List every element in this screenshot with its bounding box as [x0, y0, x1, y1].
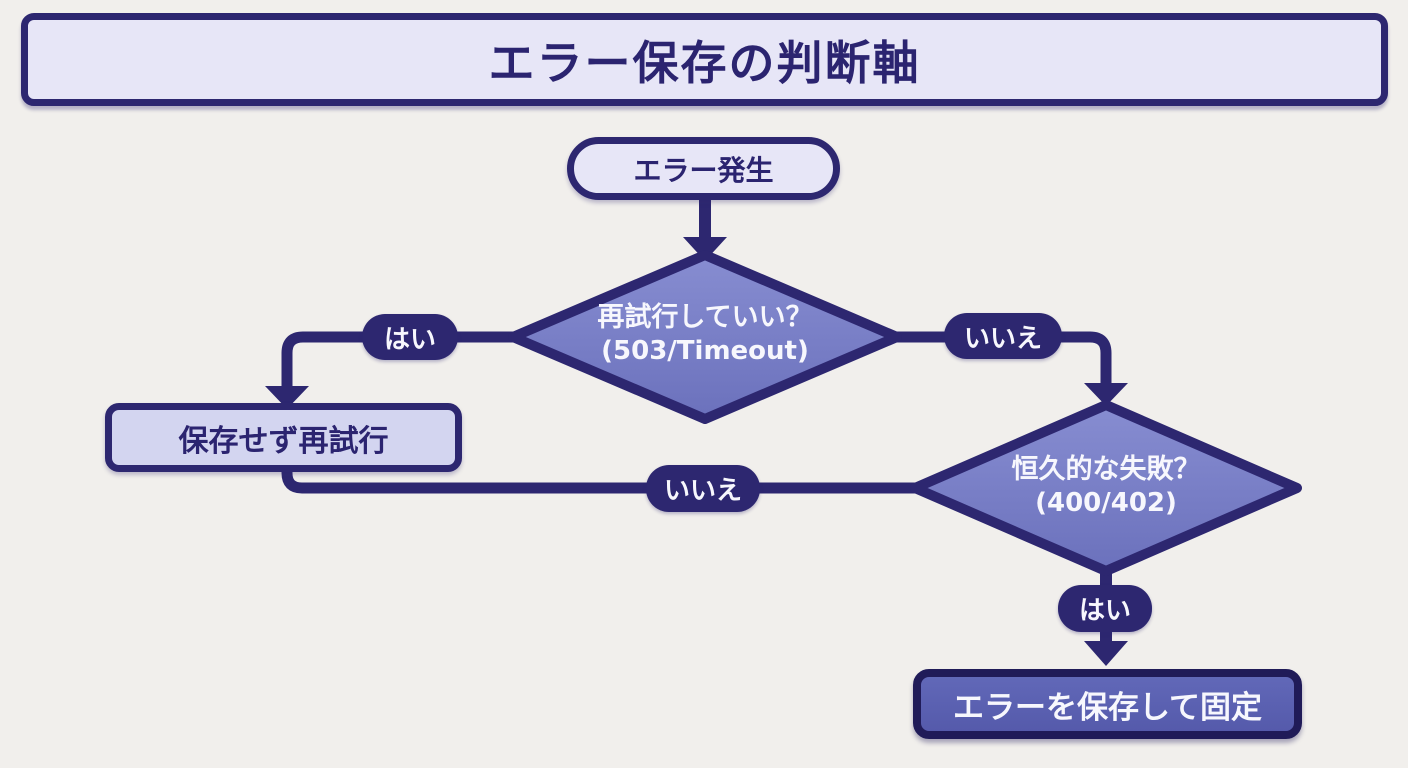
edge-label-decision1-yes: はい [362, 314, 458, 360]
arrowhead-start-to-decision1 [683, 237, 727, 261]
edge-label-decision2-yes-text: はい [1078, 596, 1131, 626]
connector-decision1-no [894, 331, 1112, 386]
arrowhead-decision1-no [1084, 383, 1128, 406]
edge-label-decision2-no-text: いいえ [663, 476, 742, 506]
connector-decision2-no [281, 468, 918, 494]
edge-label-decision1-yes-text: はい [383, 324, 436, 355]
connector-decision1-yes [281, 331, 516, 389]
node-save-error-and-fix-label: エラーを保存して固定 [952, 689, 1263, 726]
page-title: エラー保存の判断軸 [488, 35, 921, 90]
node-save-error-and-fix: エラーを保存して固定 [913, 669, 1302, 739]
node-error-occurred: エラー発生 [567, 137, 840, 200]
edge-label-decision2-no: いいえ [646, 465, 760, 512]
decision1-diamond [508, 250, 902, 424]
title-banner: エラー保存の判断軸 [21, 13, 1388, 106]
edge-label-decision1-no: いいえ [944, 313, 1062, 359]
edge-label-decision1-no-text: いいえ [963, 323, 1042, 354]
node-retry-without-saving-label: 保存せず再試行 [178, 423, 389, 459]
decision2-diamond [910, 400, 1302, 576]
edge-label-decision2-yes: はい [1058, 585, 1152, 632]
node-error-occurred-label: エラー発生 [633, 153, 774, 187]
arrowhead-decision2-yes [1084, 641, 1128, 666]
node-retry-without-saving: 保存せず再試行 [105, 403, 462, 472]
arrowhead-decision1-yes [265, 386, 309, 409]
